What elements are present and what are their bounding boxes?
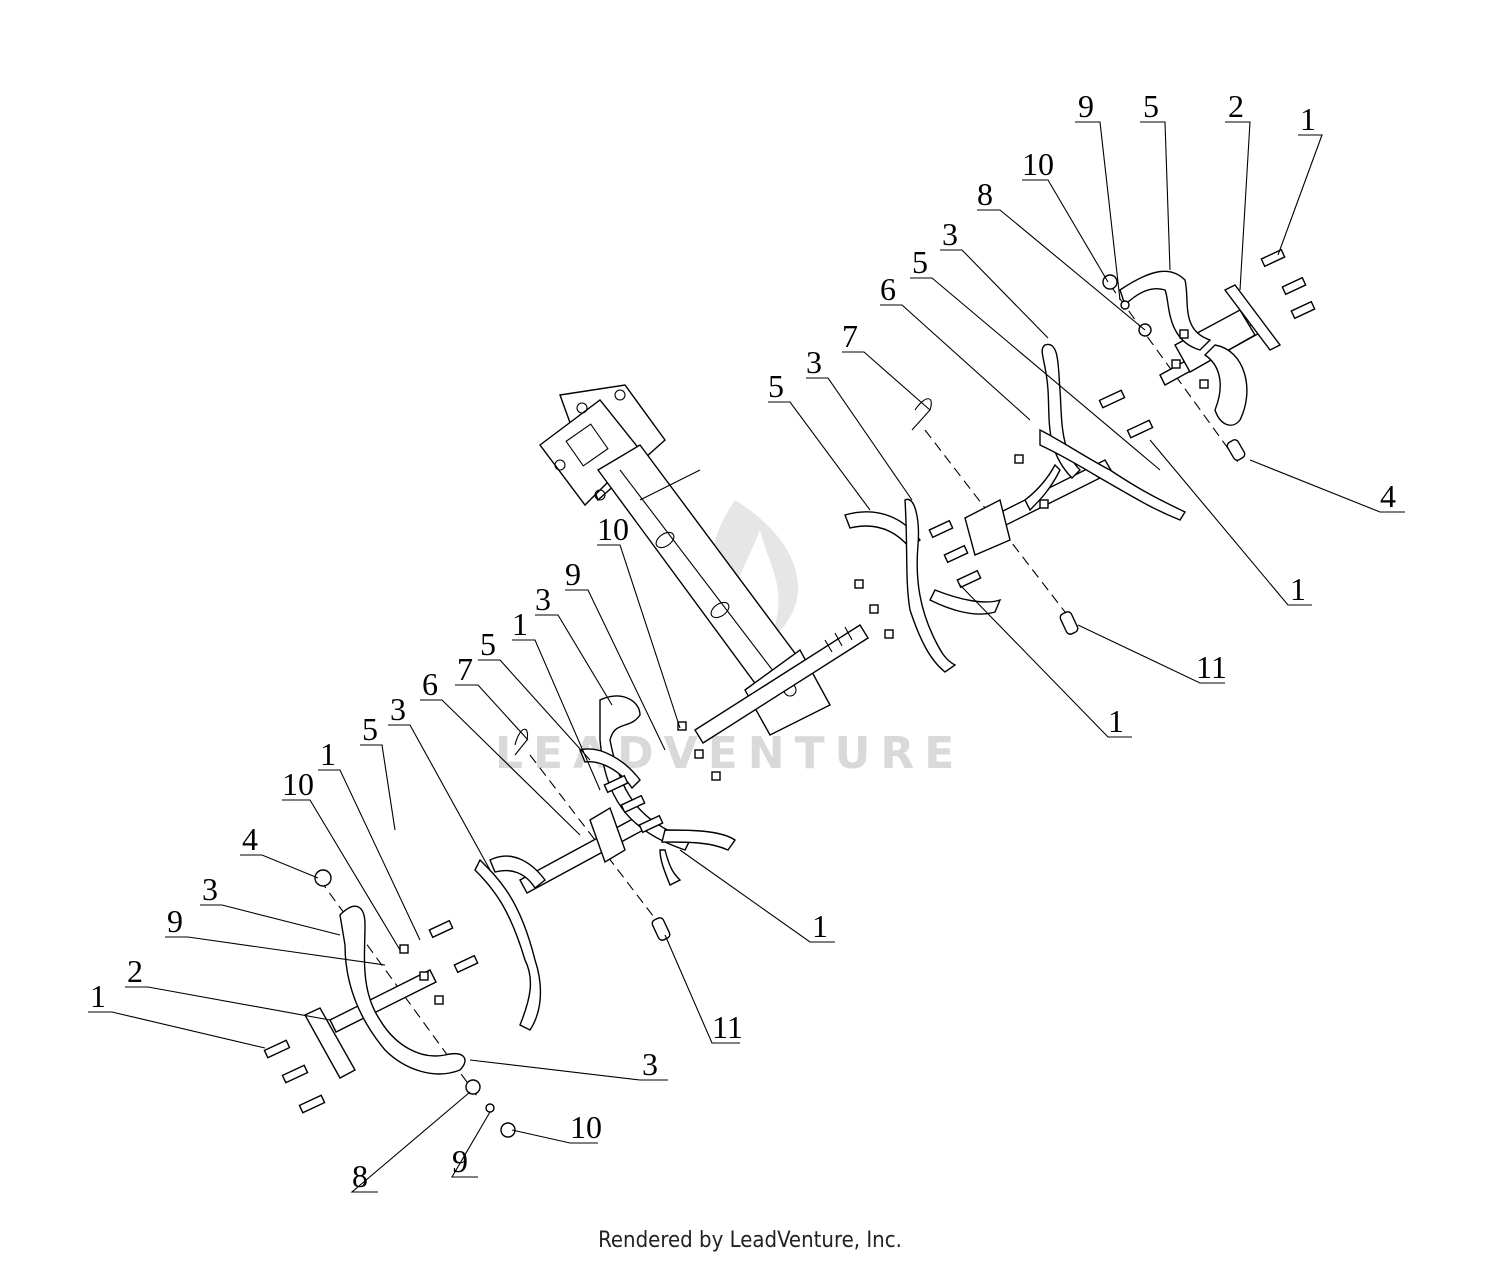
assembly-line-right bbox=[924, 429, 1076, 626]
watermark-logo bbox=[710, 500, 799, 640]
callout-8-top: 8 bbox=[977, 176, 993, 212]
watermark-text: LEADVENTURE bbox=[495, 728, 964, 779]
callout-3-left-upper: 3 bbox=[390, 691, 406, 727]
callout-5-top: 5 bbox=[1143, 88, 1159, 124]
callout-9-middle: 9 bbox=[565, 556, 581, 592]
callout-6-middle: 6 bbox=[422, 666, 438, 702]
callout-5-middle: 5 bbox=[480, 626, 496, 662]
callout-1-right-lower: 1 bbox=[1108, 703, 1124, 739]
callout-3-upper: 3 bbox=[806, 344, 822, 380]
callout-2-left: 2 bbox=[127, 953, 143, 989]
callout-1-right: 1 bbox=[1290, 571, 1306, 607]
callout-7-upper: 7 bbox=[842, 318, 858, 354]
clevis-pin-part-4-left bbox=[314, 869, 332, 887]
callout-10-bottom: 10 bbox=[570, 1109, 602, 1145]
callout-10-top: 10 bbox=[1022, 146, 1054, 182]
gearbox-housing bbox=[539, 384, 831, 736]
callout-1-left: 1 bbox=[90, 978, 106, 1014]
callout-9-top: 9 bbox=[1078, 88, 1094, 124]
callout-5-left-upper: 5 bbox=[362, 711, 378, 747]
callout-1-lower-middle: 1 bbox=[812, 908, 828, 944]
callout-5-upper: 5 bbox=[912, 244, 928, 280]
callout-9-left: 9 bbox=[167, 903, 183, 939]
tine-set-far-left bbox=[263, 869, 516, 1138]
callout-7-middle: 7 bbox=[457, 651, 473, 687]
assembly-line-far-right bbox=[1109, 284, 1241, 466]
callout-3-left: 3 bbox=[202, 871, 218, 907]
callout-11-right: 11 bbox=[1196, 649, 1227, 685]
tine-set-far-right bbox=[1102, 248, 1316, 461]
callout-3-middle: 3 bbox=[535, 581, 551, 617]
assembly-line-left bbox=[529, 754, 661, 926]
callout-1-top-right: 1 bbox=[1300, 101, 1316, 137]
callout-1-left-upper: 1 bbox=[320, 736, 336, 772]
callout-3-top: 3 bbox=[942, 216, 958, 252]
clevis-pin-part-4 bbox=[1226, 439, 1246, 461]
axle-shaft bbox=[694, 624, 869, 744]
callout-5-upper-left: 5 bbox=[768, 368, 784, 404]
pin-part-11-left bbox=[651, 917, 671, 941]
callout-2-top: 2 bbox=[1228, 88, 1244, 124]
callout-10-middle: 10 bbox=[597, 511, 629, 547]
callout-10-left: 10 bbox=[282, 766, 314, 802]
callout-9-bottom: 9 bbox=[452, 1143, 468, 1179]
callout-8-bottom: 8 bbox=[352, 1158, 368, 1194]
callout-4-right: 4 bbox=[1380, 478, 1396, 514]
pin-part-11-right bbox=[1059, 611, 1079, 635]
callout-6-upper: 6 bbox=[880, 271, 896, 307]
leader-lines bbox=[88, 121, 1405, 1193]
callout-3-bottom: 3 bbox=[642, 1046, 658, 1082]
callout-4-left: 4 bbox=[242, 821, 258, 857]
footer-credit: Rendered by LeadVenture, Inc. bbox=[598, 1228, 902, 1253]
callout-11-left: 11 bbox=[712, 1009, 743, 1045]
tine-set-left-center bbox=[428, 695, 736, 1031]
callout-labels: 9 5 2 1 10 8 3 5 6 7 3 5 4 1 11 1 10 9 3… bbox=[90, 88, 1396, 1194]
tine-set-right-center bbox=[911, 343, 1187, 635]
callout-1-middle: 1 bbox=[512, 606, 528, 642]
